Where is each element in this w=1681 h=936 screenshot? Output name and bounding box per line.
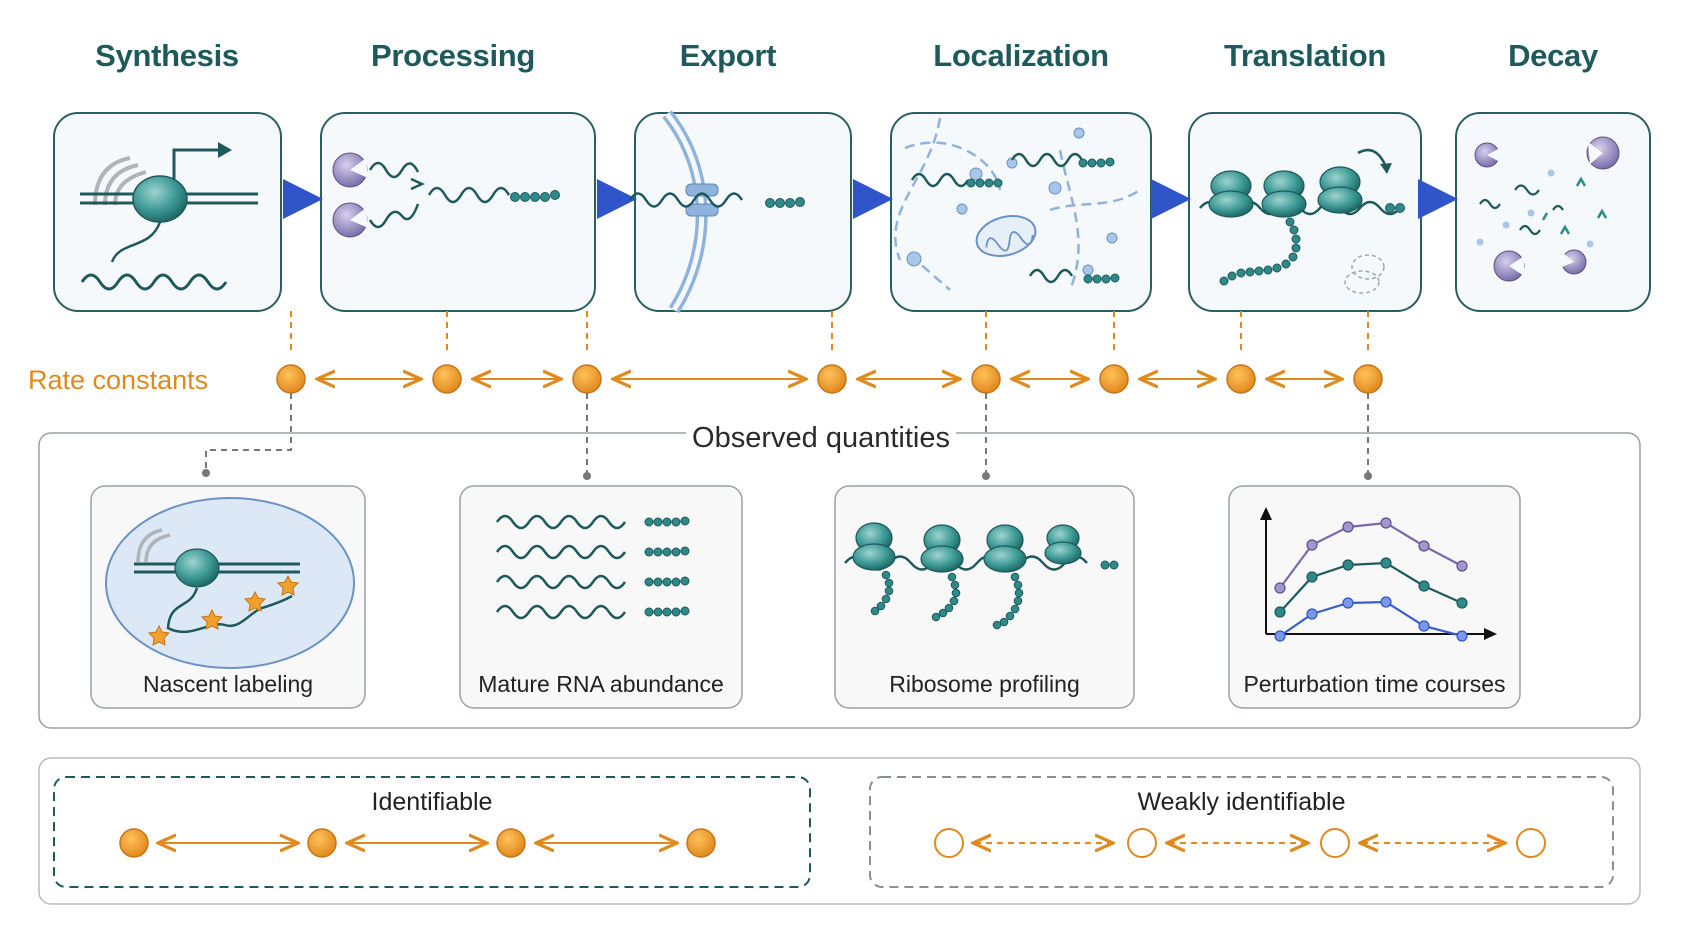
nuclear-pore-icon: [628, 110, 805, 314]
weak-node: [934, 828, 964, 858]
rate-constants-label: Rate constants: [28, 365, 209, 395]
rate-node: [1353, 364, 1383, 394]
ribosome-icon: [1199, 148, 1405, 294]
exonuclease-icon: [1474, 136, 1620, 282]
mature-rna-icon: [495, 514, 690, 620]
rate-node: [1099, 364, 1129, 394]
stage-boxes: [53, 112, 1651, 312]
weak-node: [1516, 828, 1546, 858]
identifiable-node: [307, 828, 337, 858]
rate-node: [971, 364, 1001, 394]
connector-dots: [202, 469, 1372, 480]
mitochondrion-icon: [894, 117, 1141, 291]
legend-container: [38, 757, 1641, 905]
identifiable-node: [119, 828, 149, 858]
stage-title-translation: Translation: [1223, 38, 1387, 73]
identifiable-node: [686, 828, 716, 858]
line-chart-icon: [1260, 507, 1497, 642]
panel-label-perturbation: Perturbation time courses: [1243, 671, 1506, 697]
identifiable-node: [496, 828, 526, 858]
rate-node: [276, 364, 306, 394]
rate-node: [1226, 364, 1256, 394]
observed-quantities-title: Observed quantities: [686, 422, 956, 455]
stage-title-export: Export: [679, 38, 777, 73]
stage-title-processing: Processing: [370, 38, 536, 73]
observed-connectors: [205, 393, 1369, 473]
stage-title-decay: Decay: [1508, 38, 1598, 73]
stage-title-localization: Localization: [933, 38, 1109, 73]
weak-node: [1320, 828, 1350, 858]
panel-perturbation: [1228, 485, 1521, 709]
stage-title-synthesis: Synthesis: [95, 38, 239, 73]
star-label-icon: [105, 497, 355, 669]
rna-polymerase-icon: [80, 142, 258, 291]
rate-nodes: [276, 364, 1383, 394]
legend-identifiable-label: Identifiable: [371, 788, 493, 816]
panel-mature: [459, 485, 743, 709]
legend-weak-box: [869, 776, 1614, 888]
identifiable-nodes: [119, 828, 716, 858]
panel-label-nascent: Nascent labeling: [142, 671, 314, 697]
legend-identifiable-box: [53, 776, 811, 888]
ribosome-profiling-icon: [844, 522, 1119, 630]
weak-nodes: [934, 828, 1546, 858]
rate-node: [432, 364, 462, 394]
panel-label-ribosome: Ribosome profiling: [889, 671, 1080, 697]
legend-weak-label: Weakly identifiable: [1137, 788, 1346, 816]
weak-node: [1127, 828, 1157, 858]
rate-node: [572, 364, 602, 394]
rate-node: [817, 364, 847, 394]
stage-box-export: [634, 112, 852, 312]
spliceosome-icon: [332, 152, 560, 238]
panel-label-mature: Mature RNA abundance: [478, 671, 724, 697]
rate-dashed-links: [290, 311, 1369, 355]
